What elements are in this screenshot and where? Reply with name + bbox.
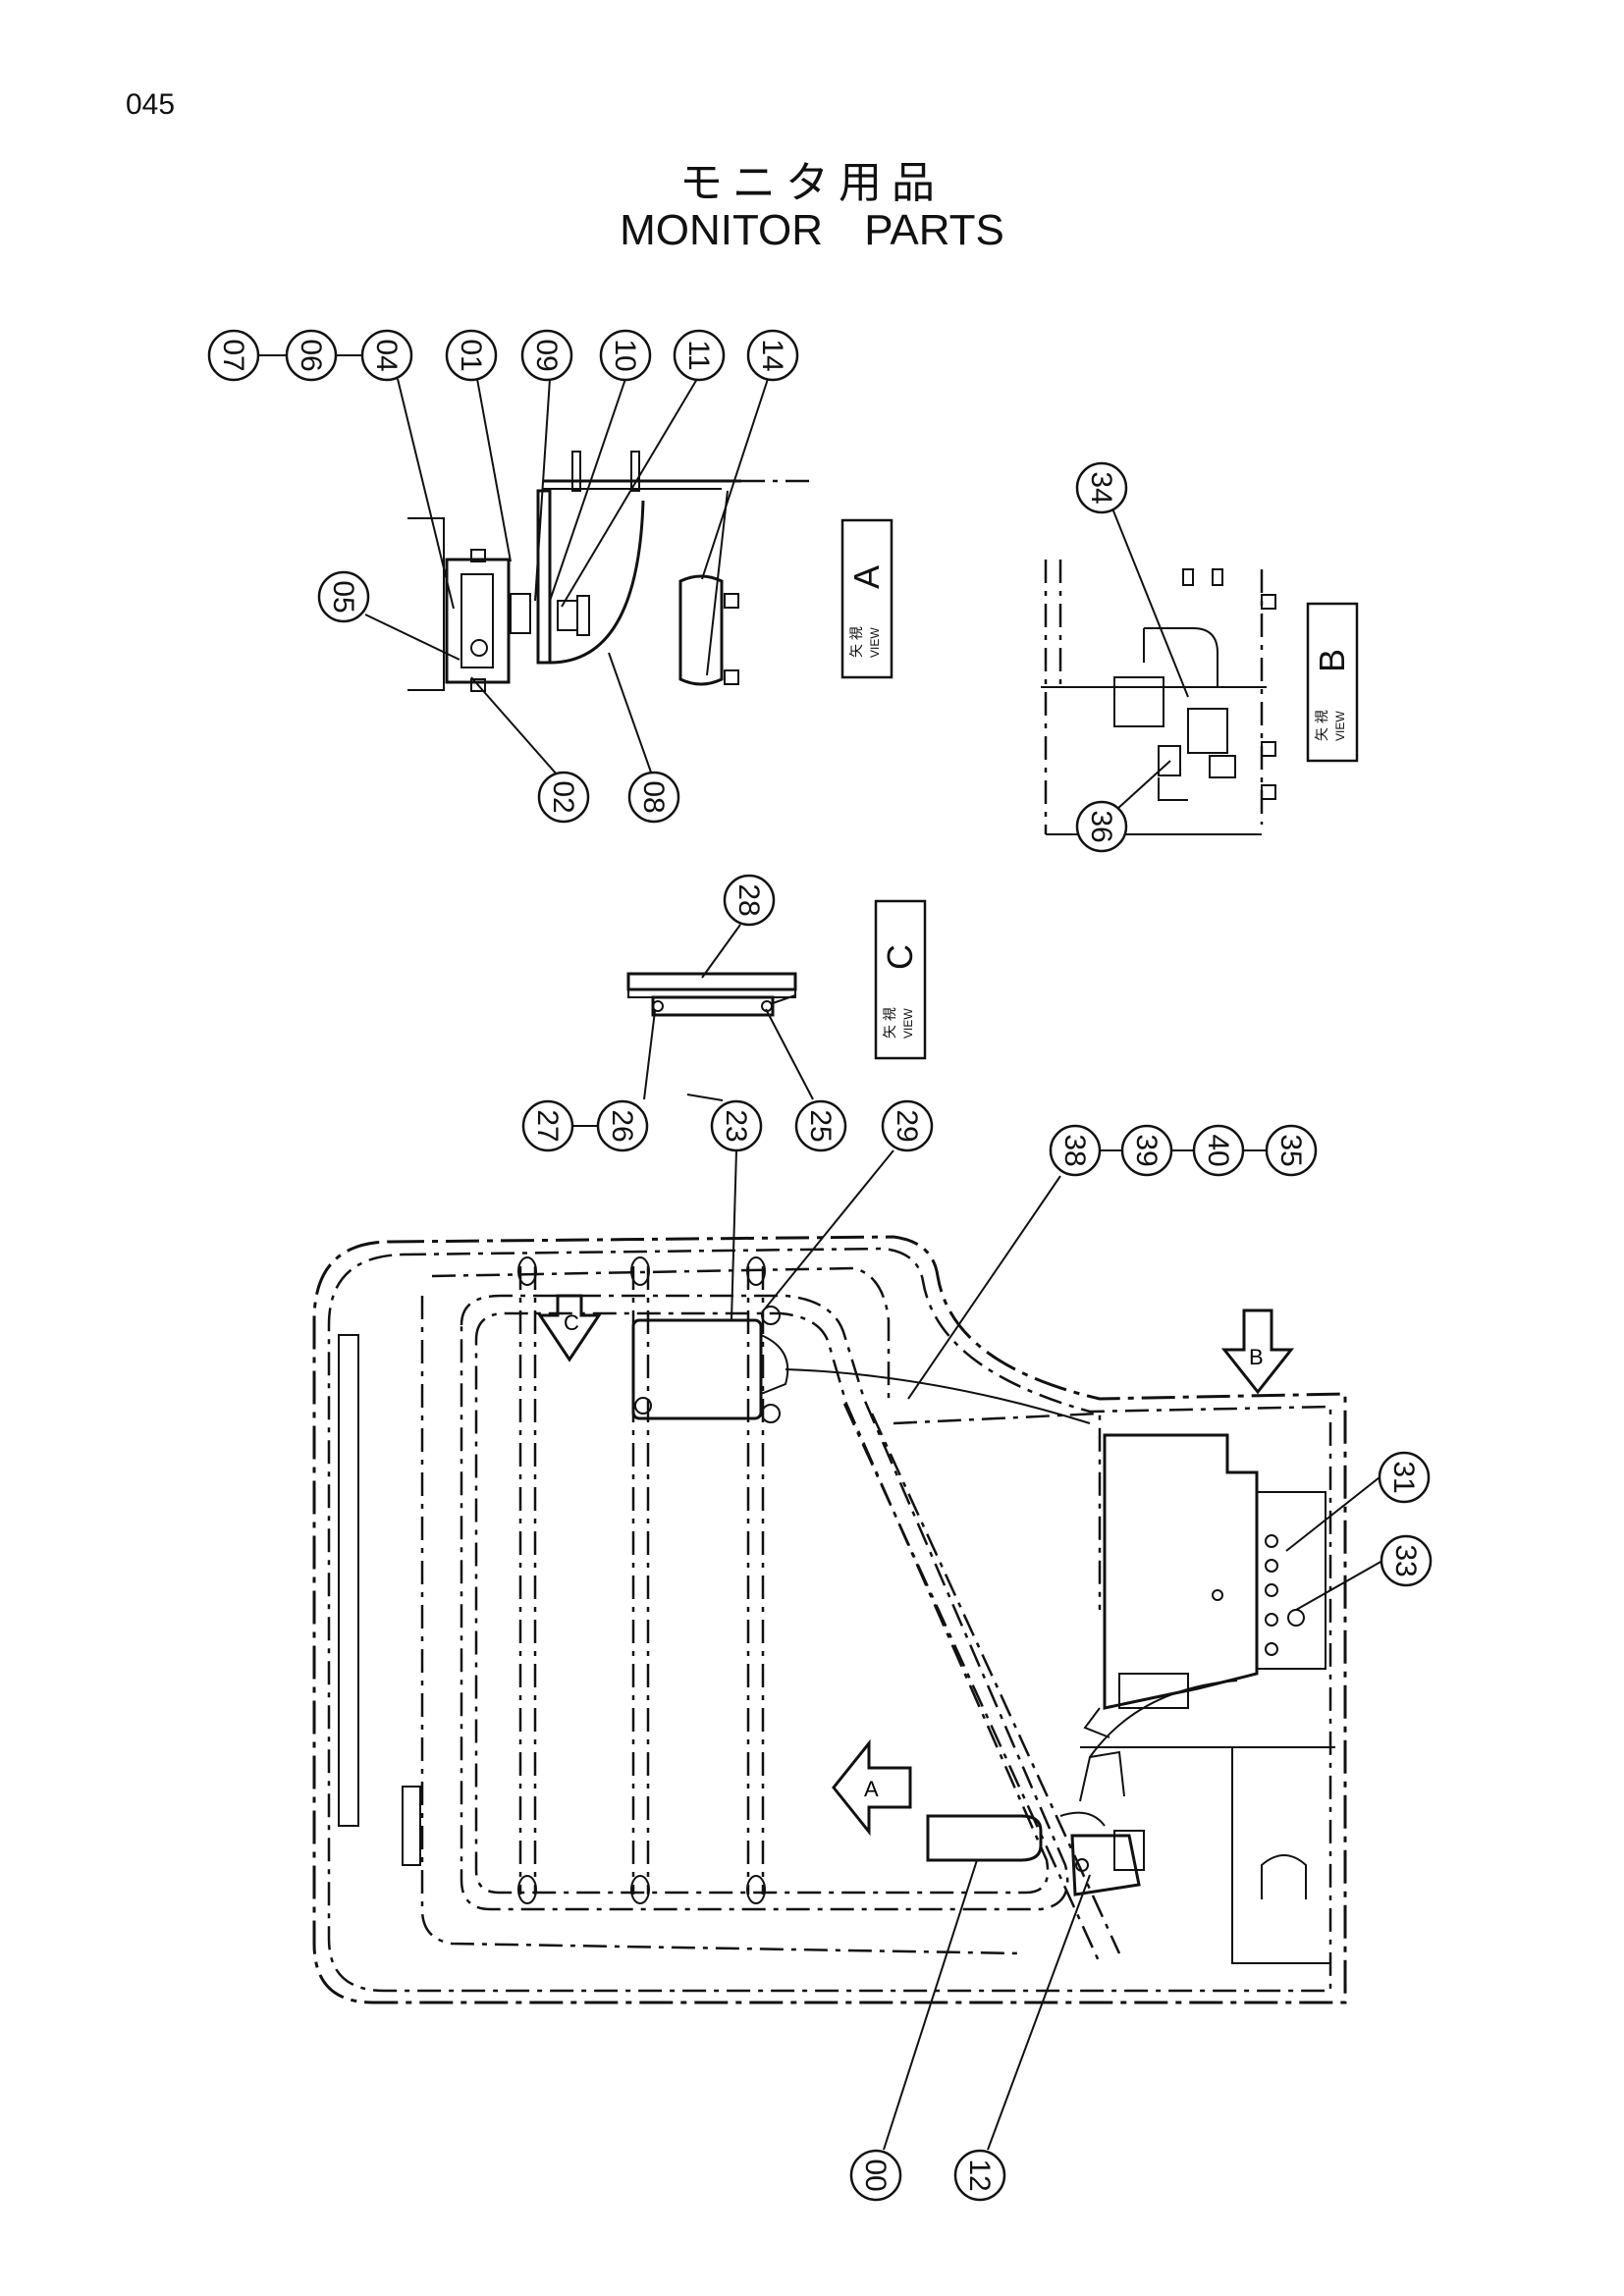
callout-27: 27 bbox=[521, 1099, 574, 1152]
svg-text:29: 29 bbox=[891, 1109, 923, 1142]
view-b-kanji: 矢 視 bbox=[1314, 710, 1329, 741]
view-b-detail-drawing bbox=[1041, 560, 1276, 835]
svg-text:27: 27 bbox=[531, 1109, 564, 1142]
page-title-japanese: モニタ用品 bbox=[679, 158, 945, 208]
arrow-label-b: B bbox=[1249, 1345, 1264, 1369]
page-number: 045 bbox=[126, 88, 176, 121]
callout-10: 10 bbox=[599, 329, 652, 382]
view-a-detail-drawing bbox=[407, 451, 815, 692]
callout-00: 00 bbox=[849, 2149, 902, 2202]
svg-text:14: 14 bbox=[756, 339, 788, 371]
callout-06: 06 bbox=[285, 329, 338, 382]
svg-text:40: 40 bbox=[1202, 1134, 1234, 1166]
page-title-english: MONITOR PARTS bbox=[620, 206, 1004, 254]
svg-text:00: 00 bbox=[859, 2159, 892, 2191]
view-a-letter: A bbox=[846, 565, 887, 589]
callout-25: 25 bbox=[794, 1099, 847, 1152]
view-b-view-text: VIEW bbox=[1333, 711, 1347, 741]
svg-text:28: 28 bbox=[732, 883, 765, 916]
callout-26: 26 bbox=[596, 1099, 649, 1152]
callout-08: 08 bbox=[627, 771, 680, 824]
callout-35: 35 bbox=[1265, 1124, 1318, 1177]
svg-text:01: 01 bbox=[455, 339, 487, 371]
callout-14: 14 bbox=[746, 329, 799, 382]
callout-12: 12 bbox=[953, 2149, 1006, 2202]
view-b-direction-arrow: B bbox=[1220, 1308, 1295, 1395]
svg-text:33: 33 bbox=[1389, 1544, 1422, 1576]
monitor-unit bbox=[631, 1306, 1091, 1424]
svg-text:05: 05 bbox=[327, 580, 359, 613]
view-a-direction-arrow: A bbox=[832, 1738, 912, 1837]
view-c-detail-drawing bbox=[626, 972, 797, 1017]
leader-lines bbox=[257, 354, 1383, 2151]
callout-11: 11 bbox=[673, 329, 726, 382]
callout-05: 05 bbox=[317, 570, 370, 623]
svg-text:08: 08 bbox=[637, 780, 670, 813]
callout-34: 34 bbox=[1075, 461, 1128, 514]
view-c-direction-arrow: C bbox=[537, 1294, 602, 1362]
svg-text:26: 26 bbox=[606, 1109, 638, 1142]
view-a-label: 矢 視 VIEW A bbox=[840, 518, 893, 679]
view-b-letter: B bbox=[1312, 649, 1352, 672]
svg-text:07: 07 bbox=[217, 339, 249, 371]
callout-40: 40 bbox=[1192, 1124, 1245, 1177]
svg-text:06: 06 bbox=[295, 339, 327, 371]
callout-04: 04 bbox=[360, 329, 413, 382]
arrow-label-a: A bbox=[864, 1777, 879, 1801]
callout-33: 33 bbox=[1380, 1534, 1433, 1587]
svg-text:25: 25 bbox=[804, 1109, 837, 1142]
view-c-view-text: VIEW bbox=[901, 1008, 915, 1039]
controller-box bbox=[1083, 1433, 1326, 1738]
callout-38: 38 bbox=[1049, 1124, 1102, 1177]
view-b-label: 矢 視 VIEW B bbox=[1306, 602, 1359, 763]
svg-text:09: 09 bbox=[530, 339, 563, 371]
svg-text:02: 02 bbox=[547, 780, 579, 813]
svg-text:34: 34 bbox=[1085, 471, 1117, 504]
callout-36: 36 bbox=[1075, 800, 1128, 853]
cab-floor-outline bbox=[312, 1235, 1347, 2004]
view-c-label: 矢 視 VIEW C bbox=[874, 899, 927, 1060]
callout-29: 29 bbox=[881, 1099, 934, 1152]
svg-text:10: 10 bbox=[609, 339, 641, 371]
callout-31: 31 bbox=[1378, 1451, 1431, 1504]
svg-text:12: 12 bbox=[963, 2159, 996, 2191]
svg-text:36: 36 bbox=[1085, 810, 1117, 842]
view-a-kanji: 矢 視 bbox=[848, 626, 864, 658]
buzzer-and-bracket bbox=[926, 1680, 1238, 1896]
svg-text:35: 35 bbox=[1274, 1134, 1307, 1166]
svg-text:31: 31 bbox=[1387, 1461, 1420, 1493]
svg-text:11: 11 bbox=[682, 340, 715, 370]
svg-text:04: 04 bbox=[370, 339, 403, 371]
callout-23: 23 bbox=[710, 1099, 763, 1152]
svg-text:39: 39 bbox=[1130, 1134, 1163, 1166]
callout-01: 01 bbox=[445, 329, 498, 382]
callout-07: 07 bbox=[207, 329, 260, 382]
view-c-letter: C bbox=[880, 944, 920, 970]
view-c-kanji: 矢 視 bbox=[882, 1007, 897, 1039]
callout-39: 39 bbox=[1120, 1124, 1173, 1177]
svg-text:23: 23 bbox=[720, 1109, 752, 1142]
callout-09: 09 bbox=[520, 329, 573, 382]
callout-28: 28 bbox=[723, 874, 776, 927]
arrow-label-c: C bbox=[564, 1310, 579, 1335]
view-a-view-text: VIEW bbox=[868, 627, 882, 658]
callout-02: 02 bbox=[537, 771, 590, 824]
svg-text:38: 38 bbox=[1058, 1134, 1091, 1166]
